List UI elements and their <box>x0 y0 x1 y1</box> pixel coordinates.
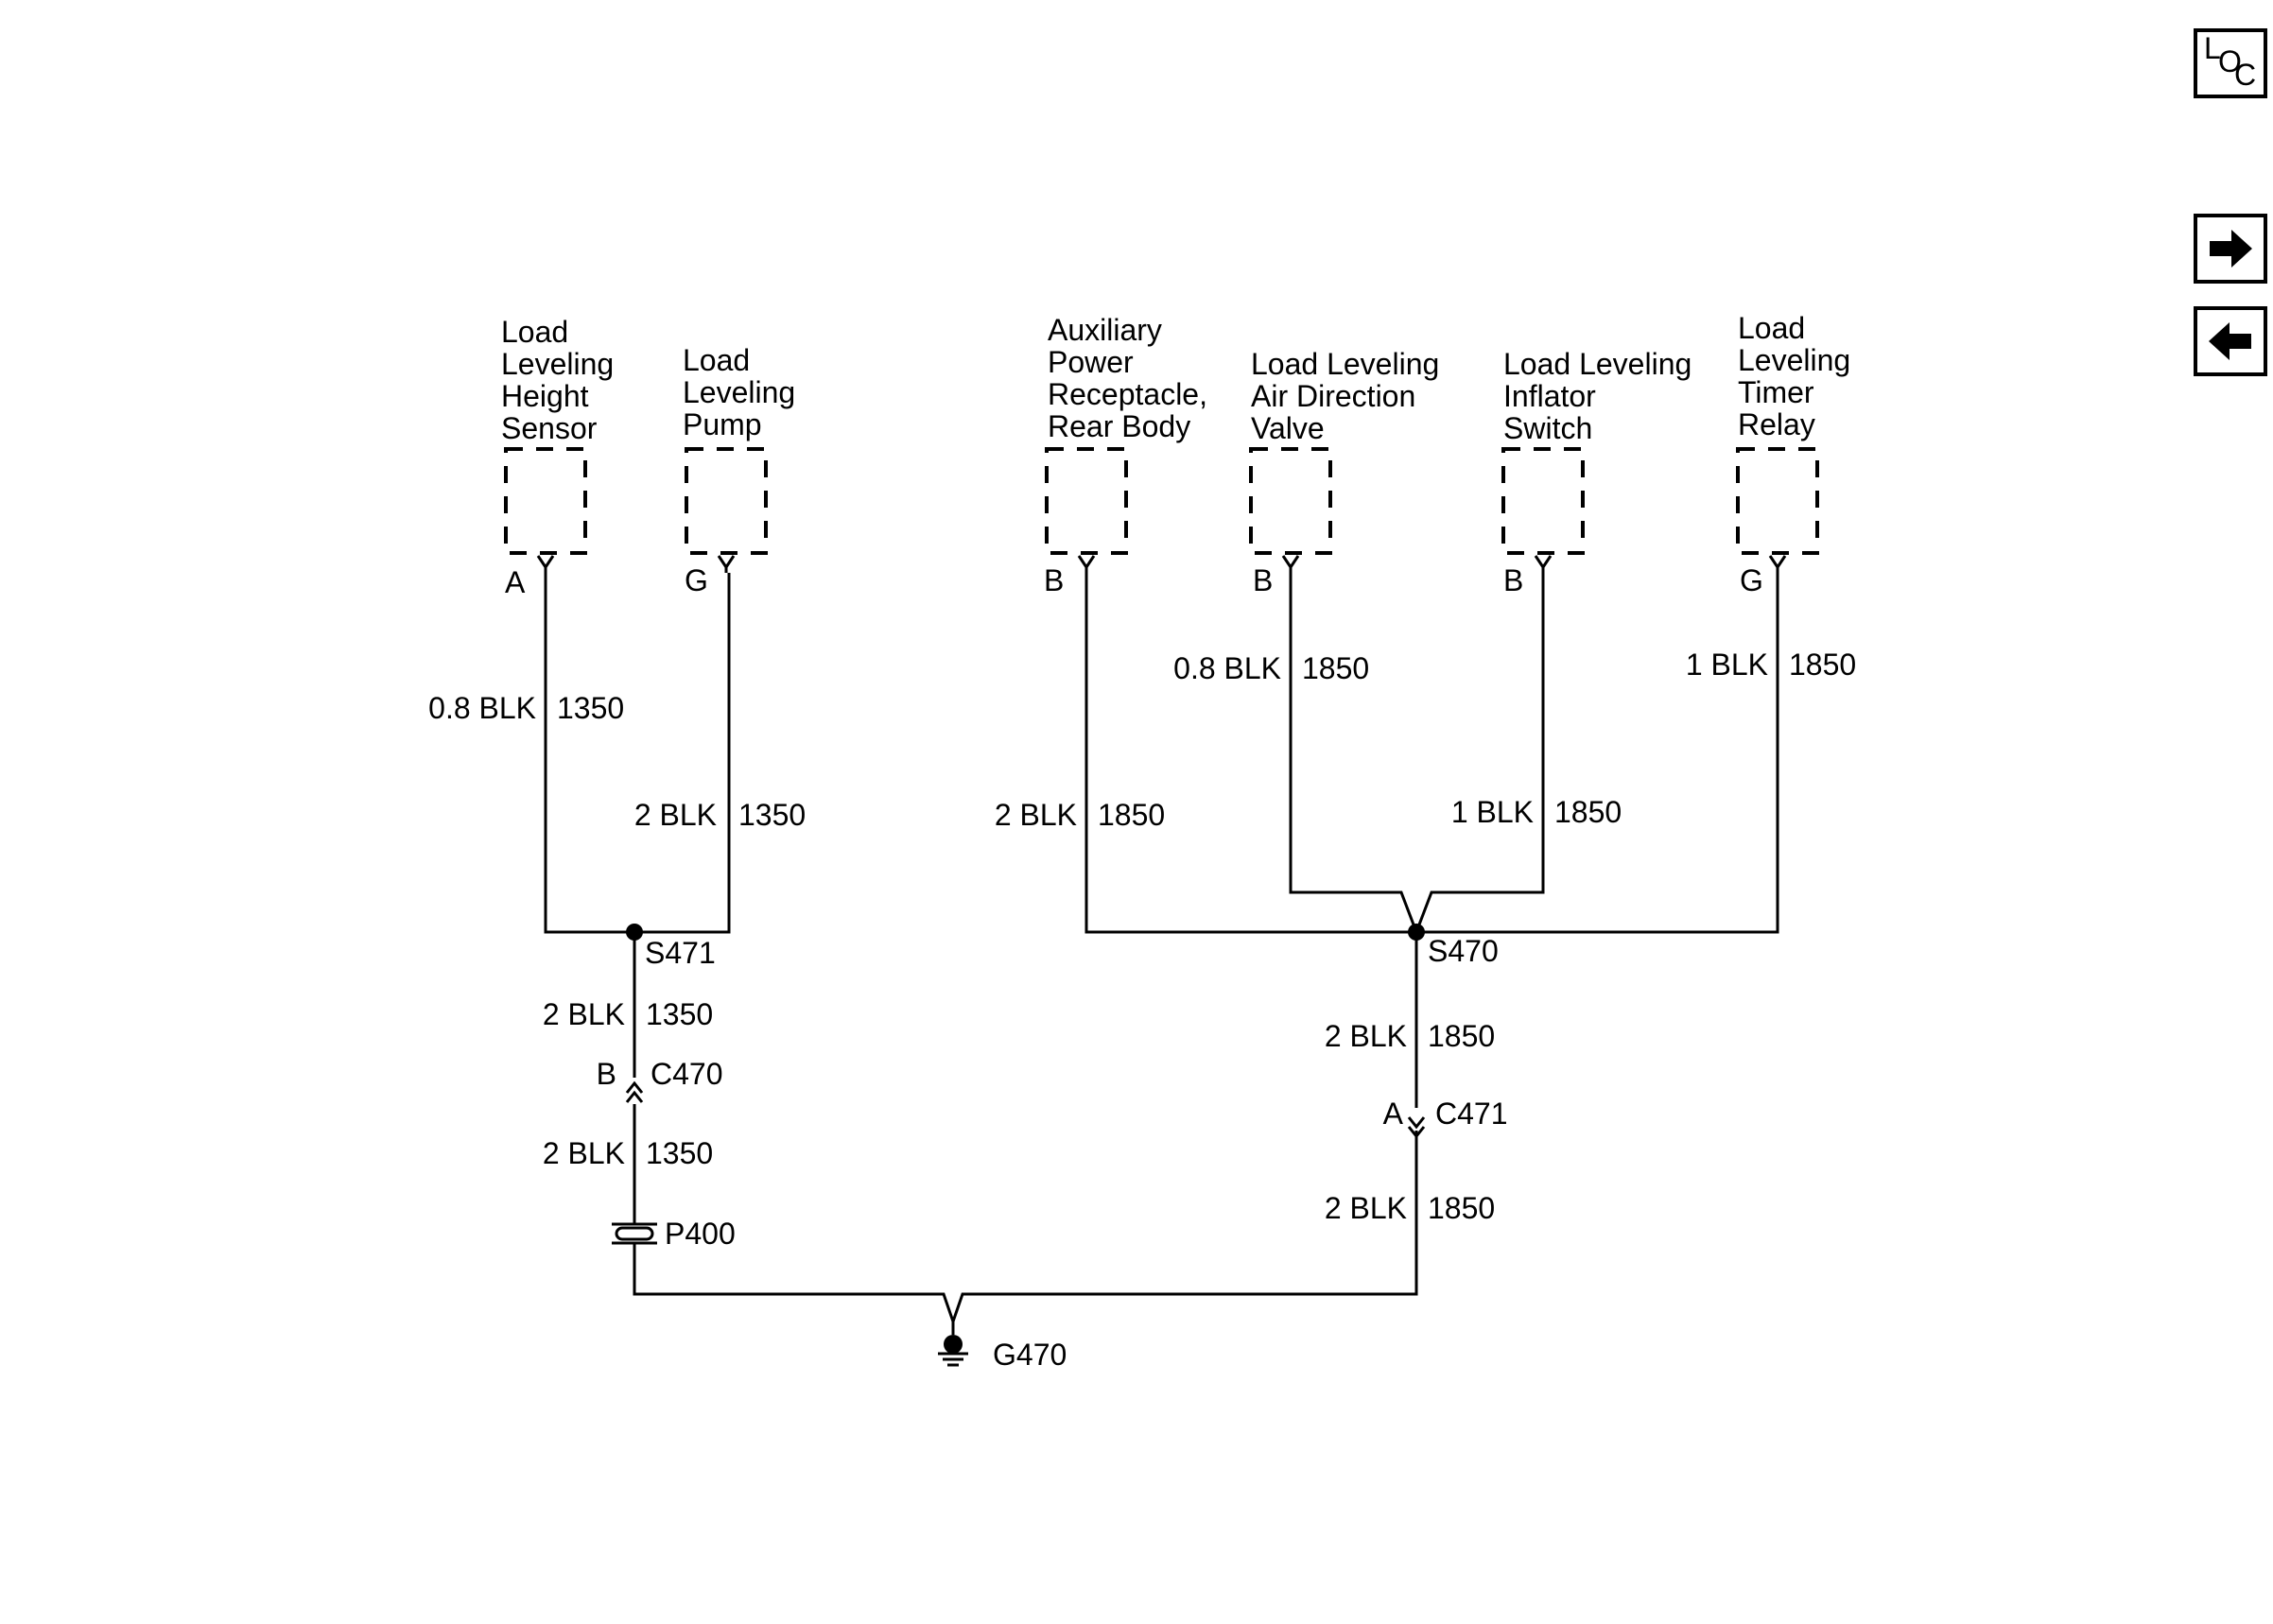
wire-circuit-height-sensor: 1350 <box>557 691 624 725</box>
wire-circuit-inflator-switch: 1850 <box>1554 795 1622 829</box>
pin-mark-air-valve <box>1281 555 1300 573</box>
loc-letter-o: O <box>2218 44 2242 78</box>
arrow-right-icon <box>2210 230 2252 268</box>
connector-pin-c470: B <box>597 1057 616 1091</box>
component-label-aux-power: Auxiliary Power Receptacle, Rear Body <box>1048 313 1216 443</box>
wire-right-bus <box>1084 573 1779 934</box>
wire-gauge-inflator-switch: 1 BLK <box>1451 795 1534 829</box>
wire-gauge-height-sensor: 0.8 BLK <box>428 691 536 725</box>
pass-through-label-p400: P400 <box>665 1217 736 1251</box>
wire-gauge-air-valve: 0.8 BLK <box>1173 651 1281 685</box>
next-page-button-frame <box>2194 214 2267 284</box>
ground-label-g470: G470 <box>993 1338 1067 1372</box>
wire-circuit-timer-relay: 1850 <box>1789 648 1856 682</box>
wire-circuit-s471-c470: 1350 <box>646 997 713 1031</box>
connector-label-c471: C471 <box>1435 1097 1508 1131</box>
wire-ground-bus-left <box>633 1243 1273 1326</box>
pump-box <box>685 447 768 555</box>
wire-circuit-s470-c471: 1850 <box>1428 1019 1495 1053</box>
wire-circuit-c470-p400: 1350 <box>646 1136 713 1170</box>
wire-circuit-air-valve: 1850 <box>1302 651 1369 685</box>
pin-letter-inflator-switch: B <box>1503 563 1523 597</box>
pin-mark-height-sensor <box>536 555 555 573</box>
connector-symbol-c470 <box>625 1080 644 1103</box>
wire-circuit-aux-power: 1850 <box>1098 798 1165 832</box>
wire-gauge-c471-ground: 2 BLK <box>1325 1191 1407 1225</box>
pin-mark-timer-relay <box>1768 555 1787 573</box>
wire-valve-switch-bridge <box>1289 573 1545 937</box>
timer-relay-box <box>1736 447 1819 555</box>
wire-gauge-aux-power: 2 BLK <box>995 798 1077 832</box>
connector-symbol-c471 <box>1407 1116 1426 1139</box>
pin-mark-aux-power <box>1077 555 1096 573</box>
height-sensor-box <box>504 447 587 555</box>
location-button[interactable]: L O C <box>2194 28 2267 98</box>
wire-gauge-pump: 2 BLK <box>634 798 717 832</box>
connector-label-c470: C470 <box>651 1057 723 1091</box>
wire-circuit-c471-ground: 1850 <box>1428 1191 1495 1225</box>
inflator-switch-box <box>1501 447 1585 555</box>
arrow-left-icon <box>2209 322 2251 360</box>
splice-label-s470: S470 <box>1428 934 1499 968</box>
component-label-timer-relay: Load Leveling Timer Relay <box>1738 311 1859 441</box>
wire-left-bus <box>544 573 731 934</box>
pin-mark-inflator-switch <box>1534 555 1553 573</box>
pin-letter-aux-power: B <box>1044 563 1064 597</box>
wire-circuit-pump: 1350 <box>738 798 806 832</box>
aux-power-box <box>1045 447 1128 555</box>
splice-dot-s471 <box>626 924 643 941</box>
loc-letter-c: C <box>2234 58 2256 92</box>
wire-gauge-s470-c471: 2 BLK <box>1325 1019 1407 1053</box>
component-label-air-valve: Load Leveling Air Direction Valve <box>1251 347 1448 445</box>
pin-letter-air-valve: B <box>1253 563 1273 597</box>
wire-c471-ground <box>1273 1131 1418 1296</box>
component-label-pump: Load Leveling Pump <box>683 343 804 441</box>
pin-letter-timer-relay: G <box>1740 563 1763 597</box>
pin-mark-pump <box>717 555 736 573</box>
component-label-inflator-switch: Load Leveling Inflator Switch <box>1503 347 1700 445</box>
wire-gauge-c470-p400: 2 BLK <box>543 1136 625 1170</box>
pass-through-symbol-p400 <box>612 1222 657 1245</box>
ground-symbol-g470 <box>938 1322 968 1367</box>
connector-pin-c471: A <box>1383 1097 1404 1131</box>
component-label-height-sensor: Load Leveling Height Sensor <box>501 315 622 445</box>
wire-gauge-timer-relay: 1 BLK <box>1686 648 1768 682</box>
pin-letter-pump: G <box>685 563 708 597</box>
wire-gauge-s471-c470: 2 BLK <box>543 997 625 1031</box>
loc-letter-l: L <box>2204 31 2221 65</box>
previous-page-button[interactable] <box>2194 306 2267 376</box>
pin-letter-height-sensor: A <box>505 565 526 599</box>
next-page-button[interactable] <box>2194 214 2267 284</box>
location-button-frame <box>2194 28 2267 98</box>
air-valve-box <box>1249 447 1332 555</box>
splice-dot-s470 <box>1408 924 1425 941</box>
splice-label-s471: S471 <box>645 936 716 970</box>
